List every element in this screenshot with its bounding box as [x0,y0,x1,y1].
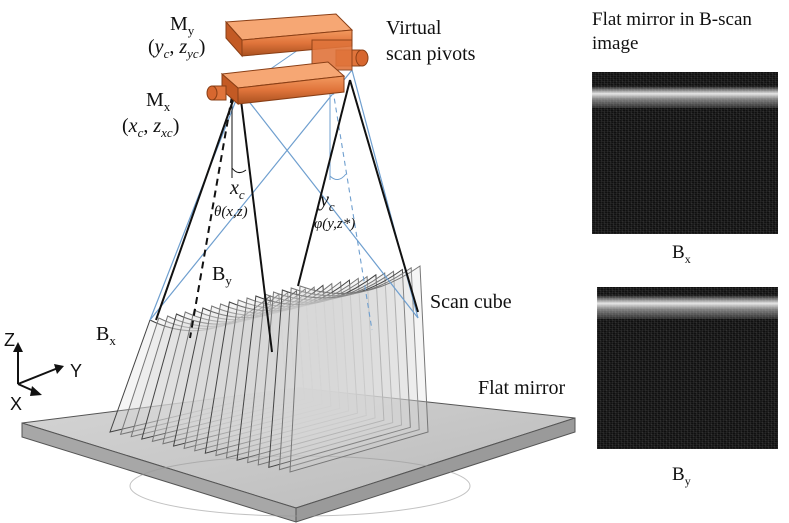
right-panel-title-line1: Flat mirror in B-scan [592,9,752,30]
mirror-y-coords: (yc, zyc) [148,36,205,61]
angle-y-func: φ(y,z*) [314,216,355,232]
caption-bx: Bx [672,242,691,266]
angle-x-func: θ(x,z) [214,204,248,220]
scan-cube-slices [109,265,429,473]
scanner-mirror-y [224,13,369,71]
by-label: By [212,263,232,288]
virtual-pivots-line1: Virtual [386,17,442,39]
axis-x-label: X [10,394,22,414]
bscan-image-bx [592,72,778,234]
mirror-reflection-band [592,86,778,108]
scan-slice [289,265,429,473]
beam-fan [149,49,419,353]
angle-x-symbol: xc [229,177,245,202]
scanner-mirror-x [206,61,346,106]
mirror-y-label: My [170,13,195,38]
bx-label: Bx [96,323,116,348]
caption-by: By [672,464,691,488]
axis-z-label: Z [4,330,15,350]
angle-y-symbol: yc [318,189,335,214]
bscan-image-by [597,287,778,449]
flat-mirror-label: Flat mirror [478,377,566,399]
flat-mirror-slab [21,387,576,523]
mirror-reflection-band [597,295,778,319]
scan-cube-label: Scan cube [430,291,512,313]
right-panel-title: Flat mirror in B-scan image [592,8,789,56]
axis-triad [13,342,64,396]
mirror-x-coords: (xc, zxc) [122,115,179,140]
mirror-x-label: Mx [146,89,171,114]
axis-y-label: Y [70,361,82,381]
right-panel-title-line2: image [592,33,639,54]
virtual-pivots-line2: scan pivots [386,43,476,65]
